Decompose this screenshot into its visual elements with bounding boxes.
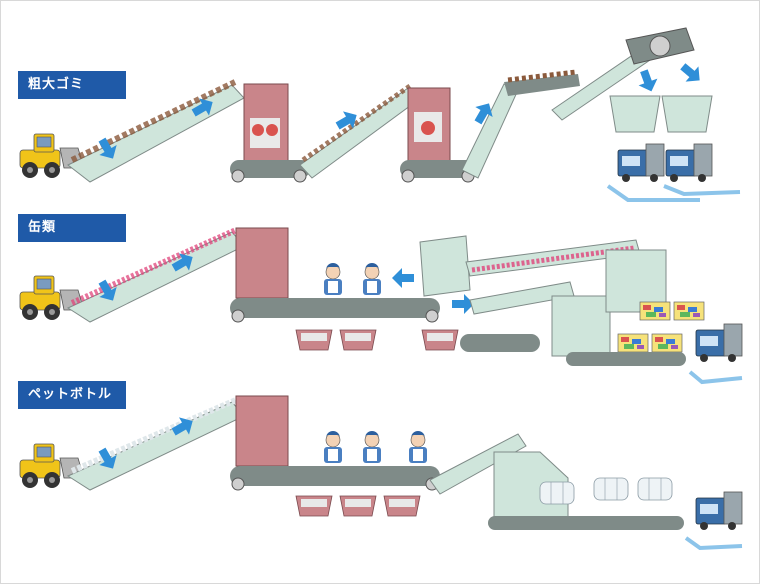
- flow-arrow-icon: [676, 58, 707, 89]
- cans-line: [19, 227, 743, 385]
- worker-icon: [362, 430, 382, 464]
- truck-icon: [617, 143, 665, 183]
- worker-icon: [408, 430, 428, 464]
- truck-icon: [695, 491, 743, 531]
- crushed-block-icon: [673, 301, 705, 321]
- worker-icon: [362, 262, 382, 296]
- worker-icon: [323, 430, 343, 464]
- bin-icon: [383, 495, 421, 517]
- section-label-pet-bottles: ペットボトル: [18, 381, 126, 409]
- flow-arrow-icon: [688, 370, 743, 385]
- truck-icon: [695, 323, 743, 363]
- bale-icon: [593, 477, 629, 501]
- bin-icon: [421, 329, 459, 351]
- bulky-waste-line: [19, 27, 741, 202]
- wheel-loader-icon: [19, 443, 85, 489]
- flow-arrow-icon: [684, 536, 743, 551]
- wheel-loader-icon: [19, 275, 85, 321]
- bin-icon: [295, 329, 333, 351]
- bin-icon: [339, 495, 377, 517]
- bale-icon: [539, 481, 575, 505]
- pet-bottles-line: [19, 395, 743, 551]
- crushed-block-icon: [617, 333, 649, 353]
- crushed-block-icon: [651, 333, 683, 353]
- flow-arrow-icon: [606, 184, 700, 202]
- bale-icon: [637, 477, 673, 501]
- crushed-block-icon: [639, 301, 671, 321]
- flow-arrow-icon: [663, 184, 741, 197]
- bin-icon: [295, 495, 333, 517]
- flow-arrow-icon: [392, 268, 414, 288]
- truck-icon: [665, 143, 713, 183]
- flow-arrow-icon: [634, 67, 661, 95]
- worker-icon: [323, 262, 343, 296]
- bin-icon: [339, 329, 377, 351]
- section-label-cans: 缶類: [18, 214, 126, 242]
- section-label-bulky-waste: 粗大ゴミ: [18, 71, 126, 99]
